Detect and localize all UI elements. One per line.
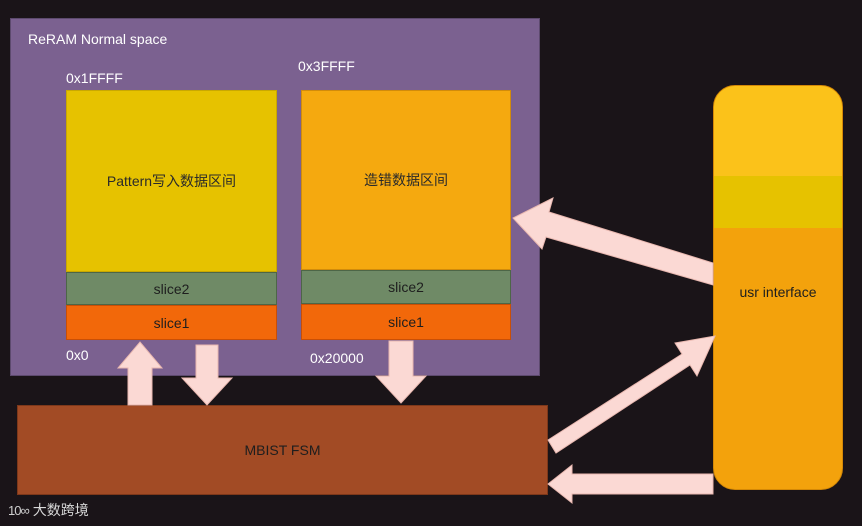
right-bottom-address: 0x20000 bbox=[310, 350, 364, 366]
pattern-write-data-block: Pattern写入数据区间 bbox=[66, 90, 277, 272]
left-top-address: 0x1FFFF bbox=[66, 70, 123, 86]
arrow-left-slice1-to-fsm bbox=[180, 344, 234, 406]
left-slice1-block: slice1 bbox=[66, 305, 277, 340]
arrow-usr-to-error-block bbox=[512, 197, 714, 286]
left-slice1-label: slice1 bbox=[153, 314, 190, 331]
mbist-fsm-block: MBIST FSM bbox=[17, 405, 548, 495]
error-injection-data-label: 造错数据区间 bbox=[364, 172, 448, 188]
usr-interface-block: usr interface bbox=[713, 85, 843, 490]
right-top-address: 0x3FFFF bbox=[298, 58, 355, 74]
watermark-logo: 10∞ bbox=[8, 502, 30, 518]
left-slice2-block: slice2 bbox=[66, 272, 277, 305]
arrow-right-slice1-to-fsm bbox=[374, 340, 428, 404]
pattern-write-data-label: Pattern写入数据区间 bbox=[106, 173, 237, 189]
arrow-usr-to-fsm bbox=[547, 463, 714, 505]
left-slice2-label: slice2 bbox=[153, 280, 190, 297]
region-title: ReRAM Normal space bbox=[28, 31, 168, 47]
right-slice2-label: slice2 bbox=[388, 279, 424, 295]
right-slice1-label: slice1 bbox=[388, 314, 424, 330]
usr-interface-label: usr interface bbox=[739, 284, 817, 300]
watermark: 10∞ 大数跨境 bbox=[8, 500, 89, 520]
arrow-fsm-to-left-slice1 bbox=[116, 341, 164, 406]
watermark-text: 大数跨境 bbox=[32, 502, 89, 518]
usr-interface-middle-band bbox=[714, 176, 842, 228]
right-slice2-block: slice2 bbox=[301, 270, 511, 304]
error-injection-data-block: 造错数据区间 bbox=[301, 90, 511, 270]
mbist-fsm-label: MBIST FSM bbox=[244, 442, 321, 458]
left-bottom-address: 0x0 bbox=[66, 347, 89, 363]
right-slice1-block: slice1 bbox=[301, 304, 511, 340]
arrow-fsm-to-usr bbox=[547, 335, 716, 454]
usr-interface-top-band bbox=[714, 86, 842, 176]
